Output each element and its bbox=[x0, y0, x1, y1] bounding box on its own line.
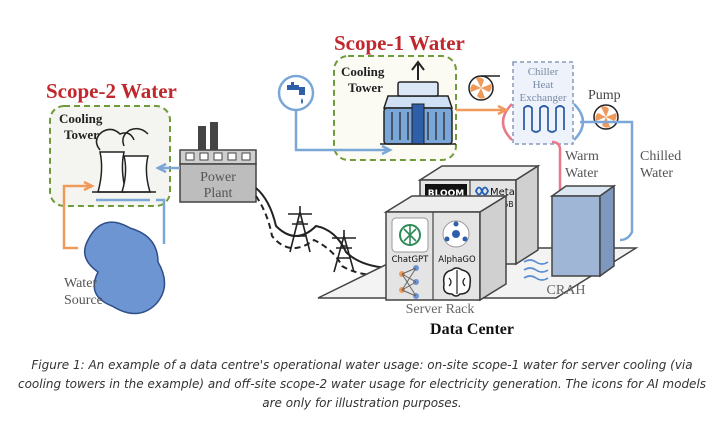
chatgpt-logo-icon bbox=[391, 217, 429, 253]
chatgpt-label: ChatGPT bbox=[392, 255, 430, 265]
scope1-title: Scope-1 Water bbox=[334, 31, 465, 55]
warm-water-label: Warm bbox=[565, 149, 599, 164]
chiller-label-heat: Heat bbox=[533, 79, 554, 91]
factory-icon bbox=[179, 122, 257, 203]
pump-fan-icon bbox=[593, 104, 619, 130]
cooling-tower-1-label-b: Tower bbox=[348, 80, 383, 95]
meta-logo-icon bbox=[475, 186, 489, 196]
chiller-label-exchanger: Exchanger bbox=[519, 92, 566, 104]
pump-label: Pump bbox=[588, 88, 621, 103]
alphago-logo-icon bbox=[442, 220, 470, 248]
chiller-box bbox=[512, 61, 574, 145]
water-source-label-2: Source bbox=[64, 293, 103, 308]
cooling-tower-2-label-b: Tower bbox=[64, 127, 99, 142]
alphago-label: AlphaGO bbox=[438, 255, 476, 265]
chilled-water-label-2: Water bbox=[640, 166, 673, 181]
power-plant-label: Power bbox=[200, 170, 236, 185]
fan-icon bbox=[468, 75, 500, 101]
heat-exchanger-coil bbox=[523, 105, 565, 133]
warm-water-label-2: Water bbox=[565, 166, 598, 181]
cooling-tower-2-label-a: Cooling bbox=[59, 111, 103, 126]
warm-loop-curve bbox=[501, 103, 513, 141]
power-line-solid bbox=[255, 187, 389, 269]
tower-icon bbox=[380, 60, 456, 145]
tower-to-source-pipe bbox=[156, 198, 166, 244]
server-rack-label: Server Rack bbox=[406, 302, 475, 317]
water-source-blob bbox=[83, 221, 166, 315]
source-to-tower-pipe bbox=[62, 184, 92, 250]
scope2-title: Scope-2 Water bbox=[46, 79, 177, 103]
water-source-label: Water bbox=[64, 276, 97, 291]
transmission-tower-icon bbox=[288, 206, 312, 253]
data-center-label: Data Center bbox=[430, 321, 514, 338]
crah-label: CRAH bbox=[547, 283, 586, 298]
airflow-icon bbox=[523, 259, 549, 281]
transmission-tower-icon-2 bbox=[332, 230, 356, 273]
bloom-label: BLOOM bbox=[428, 189, 465, 199]
crah-unit bbox=[549, 184, 617, 278]
power-cooling-tower-icon bbox=[92, 127, 156, 193]
supply-water-pipe bbox=[294, 110, 390, 152]
network-icon bbox=[399, 265, 419, 299]
chilled-water-pipe bbox=[580, 120, 634, 242]
chilled-water-label: Chilled bbox=[640, 149, 681, 164]
water-usage-diagram: Scope-1 Water Cooling Tower bbox=[46, 31, 681, 338]
brain-icon bbox=[442, 267, 472, 297]
power-plant-label-2: Plant bbox=[204, 186, 233, 201]
cooling-tower-1-label-a: Cooling bbox=[341, 64, 385, 79]
faucet-icon bbox=[277, 74, 315, 112]
figure-caption: Figure 1: An example of a data centre's … bbox=[17, 358, 707, 410]
chiller-label: Chiller bbox=[528, 66, 559, 78]
meta-label: Meta bbox=[490, 187, 515, 198]
power-line-dashed bbox=[255, 195, 389, 277]
